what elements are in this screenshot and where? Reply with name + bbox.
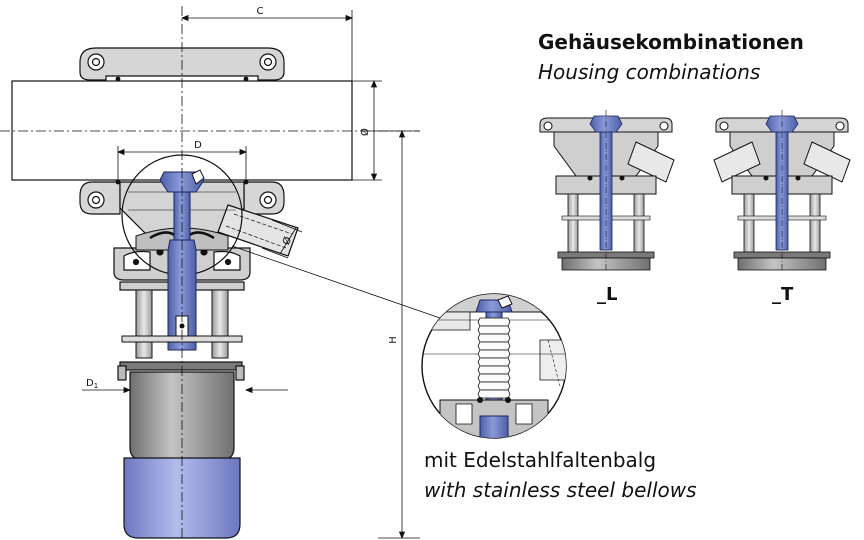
bellows-convolution — [477, 373, 511, 383]
dim-label-h: H — [388, 336, 399, 344]
thumb-seal — [763, 175, 769, 181]
title-english: Housing combinations — [538, 60, 761, 84]
variant-label-l: _L — [597, 284, 618, 305]
main-valve — [0, 6, 420, 539]
bellows-detail — [421, 293, 567, 439]
dimension-lines — [82, 10, 441, 540]
bellows-convolution — [477, 325, 511, 335]
housing-combination-l — [539, 110, 675, 272]
thumb-post — [633, 193, 645, 253]
thumb-side-port — [627, 141, 675, 183]
thumb-post — [567, 193, 579, 253]
thumb-post — [809, 193, 821, 253]
pipe — [0, 80, 420, 181]
dim-label-d1: D1 — [86, 378, 98, 390]
bellows-convolution — [477, 365, 511, 375]
bellows-convolution — [477, 349, 511, 359]
thumb-bolt — [543, 121, 553, 131]
bellows-convolution — [477, 389, 511, 399]
thumb-side-port — [713, 141, 761, 183]
bellows-convolution — [477, 333, 511, 343]
caption-english: with stainless steel bellows — [424, 478, 697, 502]
bellows-convolution — [477, 317, 511, 327]
title-german: Gehäusekombinationen — [538, 30, 804, 54]
thumb-bolt — [719, 121, 729, 131]
bellows-convolution — [477, 341, 511, 351]
bellows-convolution — [477, 381, 511, 391]
caption-german: mit Edelstahlfaltenbalg — [424, 448, 657, 472]
actuator — [117, 361, 245, 539]
dim-label-d1-sub: 1 — [94, 382, 98, 390]
thumb-bolt — [835, 121, 845, 131]
thumb-bolt — [659, 121, 669, 131]
housing-combination-t — [713, 110, 851, 272]
bellows-convolution — [477, 357, 511, 367]
thumb-side-port — [803, 141, 851, 183]
dim-label-d1-main: D — [86, 378, 94, 389]
dim-label-port-diameter: Ø — [280, 235, 294, 247]
dim-label-d: D — [194, 140, 202, 151]
dim-label-pipe-diameter: Ø — [359, 128, 371, 136]
lower-clamp-flange — [79, 179, 285, 215]
thumb-post — [743, 193, 755, 253]
thumb-seal — [795, 175, 801, 181]
thumb-seal — [619, 175, 625, 181]
variant-label-t: _T — [772, 284, 794, 305]
thumb-seal — [587, 175, 593, 181]
dim-label-c: C — [257, 6, 264, 17]
